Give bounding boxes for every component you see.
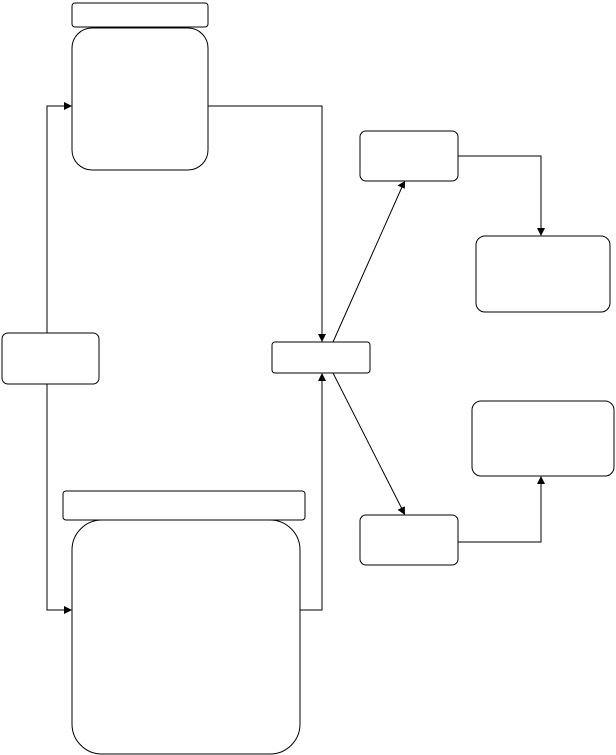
far-right-bottom-node [471,400,615,477]
top-header-node [71,2,209,28]
arrowhead-far-right-bottom [537,476,545,484]
arrowhead-upper-right [397,181,405,189]
edge-lower-right-to-far-right-bottom [458,482,542,543]
edge-bottom-container-to-center [300,379,323,611]
arrowhead-bottom-container [64,606,72,614]
arrowhead-top-container [64,102,72,110]
edge-upper-right-to-far-right-top [458,155,542,230]
edge-top-container-to-center [208,105,323,336]
arrowhead-lower-right [397,506,405,515]
left-node [1,332,100,385]
bottom-header-node [62,490,306,521]
edge-left-to-bottom-container [46,384,66,611]
edge-left-to-top-container [46,105,66,333]
arrowhead-center-from-top [318,334,326,342]
arrowhead-center-from-bottom [318,373,326,381]
edge-center-to-lower-right [332,372,403,510]
far-right-top-node [475,235,611,313]
center-node [271,341,371,374]
bottom-container-node [71,519,301,755]
upper-right-node [359,130,459,182]
arrowhead-far-right-top [537,228,545,236]
top-container-node [71,27,209,171]
lower-right-node [359,514,459,566]
edge-center-to-upper-right [332,186,403,343]
